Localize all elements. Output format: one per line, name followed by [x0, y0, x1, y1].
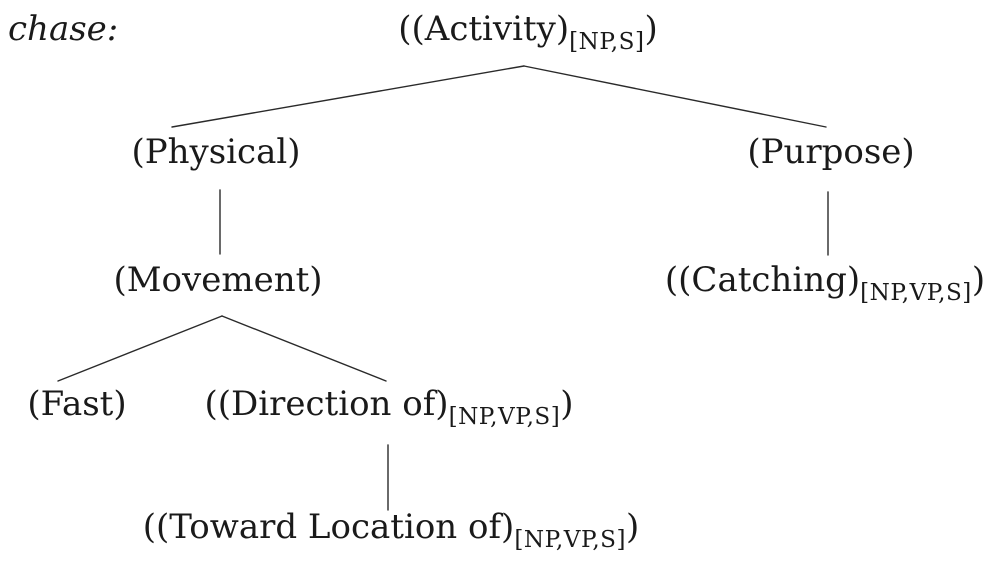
node-toward-location-of-subscript: [NP,VP,S]	[514, 526, 627, 553]
node-activity-subscript: [NP,S]	[569, 28, 645, 55]
edge-movement-direction-of	[221, 315, 387, 382]
node-activity: ((Activity)[NP,S])	[398, 9, 658, 54]
node-fast: (Fast)	[27, 384, 127, 424]
node-fast-text: (Fast)	[27, 384, 127, 424]
word-label: chase:	[8, 9, 119, 49]
node-catching-text: ((Catching)	[664, 260, 861, 300]
node-activity-text: ((Activity)	[398, 9, 570, 49]
node-movement-text: (Movement)	[113, 260, 323, 300]
node-catching-subscript: [NP,VP,S]	[860, 279, 972, 306]
edge-activity-purpose	[523, 65, 827, 128]
node-direction-of-text: ((Direction of)	[204, 384, 449, 424]
node-toward-location-of-close: )	[626, 507, 640, 547]
node-direction-of-close: )	[560, 384, 574, 424]
node-movement: (Movement)	[113, 260, 323, 300]
node-toward-location-of-text: ((Toward Location of)	[142, 507, 515, 547]
node-direction-of: ((Direction of)[NP,VP,S])	[204, 384, 574, 429]
node-physical: (Physical)	[131, 132, 301, 172]
edge-movement-fast	[57, 315, 223, 382]
edge-activity-physical	[171, 65, 525, 128]
node-toward-location-of: ((Toward Location of)[NP,VP,S])	[142, 507, 640, 552]
node-purpose-text: (Purpose)	[747, 132, 915, 172]
node-activity-close: )	[644, 9, 658, 49]
node-physical-text: (Physical)	[131, 132, 301, 172]
node-catching-close: )	[971, 260, 986, 300]
node-direction-of-subscript: [NP,VP,S]	[448, 403, 561, 430]
node-catching: ((Catching)[NP,VP,S])	[664, 260, 986, 305]
node-purpose: (Purpose)	[747, 132, 915, 172]
